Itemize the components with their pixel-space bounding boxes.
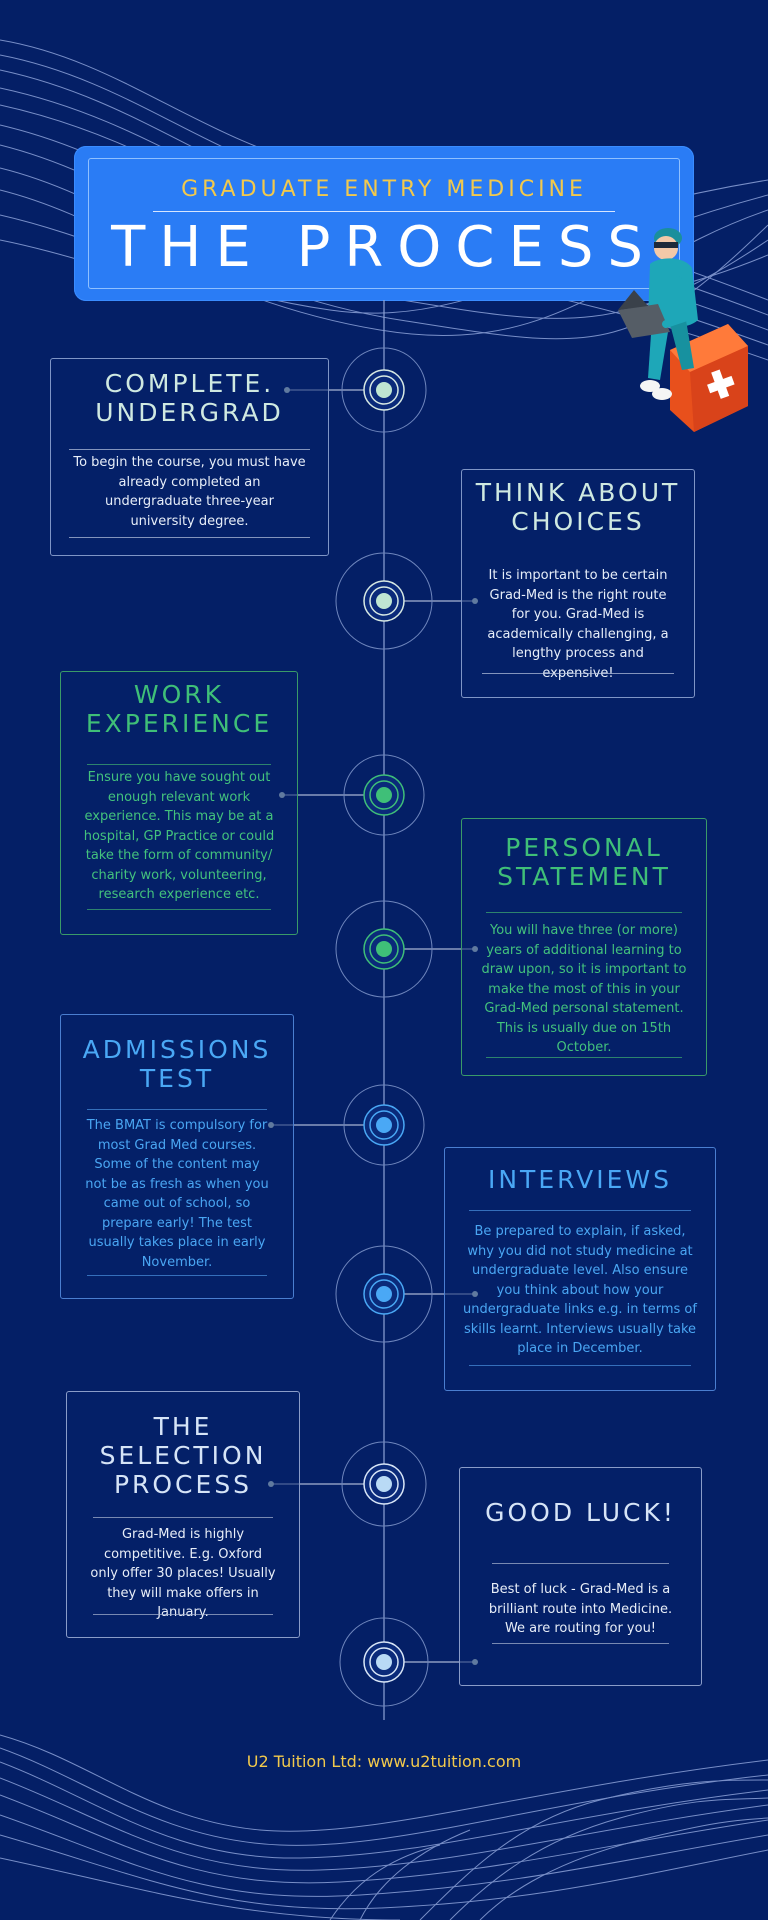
step-divider xyxy=(469,1210,691,1211)
step-title: GOOD LUCK! xyxy=(485,1498,676,1527)
step-divider xyxy=(492,1643,669,1644)
timeline-node-3 xyxy=(343,754,425,836)
step-title: COMPLETE.UNDERGRAD xyxy=(95,369,284,427)
step-divider xyxy=(69,537,310,538)
timeline-node-8 xyxy=(339,1617,429,1707)
step-divider xyxy=(87,1275,267,1276)
step-divider xyxy=(492,1563,669,1564)
step-text: It is important to be certain Grad-Med i… xyxy=(487,568,669,681)
step-divider xyxy=(69,449,310,450)
step-text: Be prepared to explain, if asked, why yo… xyxy=(463,1224,697,1356)
step-text: Ensure you have sought out enough releva… xyxy=(83,770,275,902)
step-card-good-luck: GOOD LUCK! Best of luck - Grad-Med is a … xyxy=(459,1467,702,1686)
timeline-node-6 xyxy=(335,1245,433,1343)
timeline-node-4 xyxy=(335,900,433,998)
timeline-node-5 xyxy=(343,1084,425,1166)
step-divider xyxy=(87,1109,267,1110)
step-text: To begin the course, you must have alrea… xyxy=(73,455,306,529)
step-divider xyxy=(87,909,271,910)
header-banner: GRADUATE ENTRY MEDICINE THE PROCESS xyxy=(74,146,694,301)
footer-link[interactable]: U2 Tuition Ltd: www.u2tuition.com xyxy=(246,1752,522,1771)
doctor-figure xyxy=(618,228,698,400)
step-divider xyxy=(93,1614,273,1615)
step-divider xyxy=(469,1365,691,1366)
header-divider xyxy=(153,211,615,212)
doctor-with-laptop-illustration xyxy=(618,228,748,432)
step-text: You will have three (or more) years of a… xyxy=(481,923,687,1055)
step-divider xyxy=(482,673,674,674)
timeline-node-7 xyxy=(341,1441,427,1527)
step-divider xyxy=(93,1517,273,1518)
step-divider xyxy=(486,1057,682,1058)
timeline-node-2 xyxy=(335,552,433,650)
timeline-node-1 xyxy=(341,347,427,433)
step-card-interviews: INTERVIEWS Be prepared to explain, if as… xyxy=(444,1147,716,1391)
step-text: Best of luck - Grad-Med is a brilliant r… xyxy=(488,1582,673,1636)
step-text: The BMAT is compulsory for most Grad Med… xyxy=(85,1118,269,1270)
header-frame: GRADUATE ENTRY MEDICINE THE PROCESS xyxy=(88,158,680,289)
step-card-complete-undergrad: COMPLETE.UNDERGRAD To begin the course, … xyxy=(50,358,329,556)
page-title: THE PROCESS xyxy=(111,215,657,280)
step-title: INTERVIEWS xyxy=(487,1165,672,1194)
step-text: Grad-Med is highly competitive. E.g. Oxf… xyxy=(90,1527,276,1620)
step-divider xyxy=(486,912,682,913)
step-divider xyxy=(87,764,271,765)
header-subtitle: GRADUATE ENTRY MEDICINE xyxy=(181,177,587,202)
